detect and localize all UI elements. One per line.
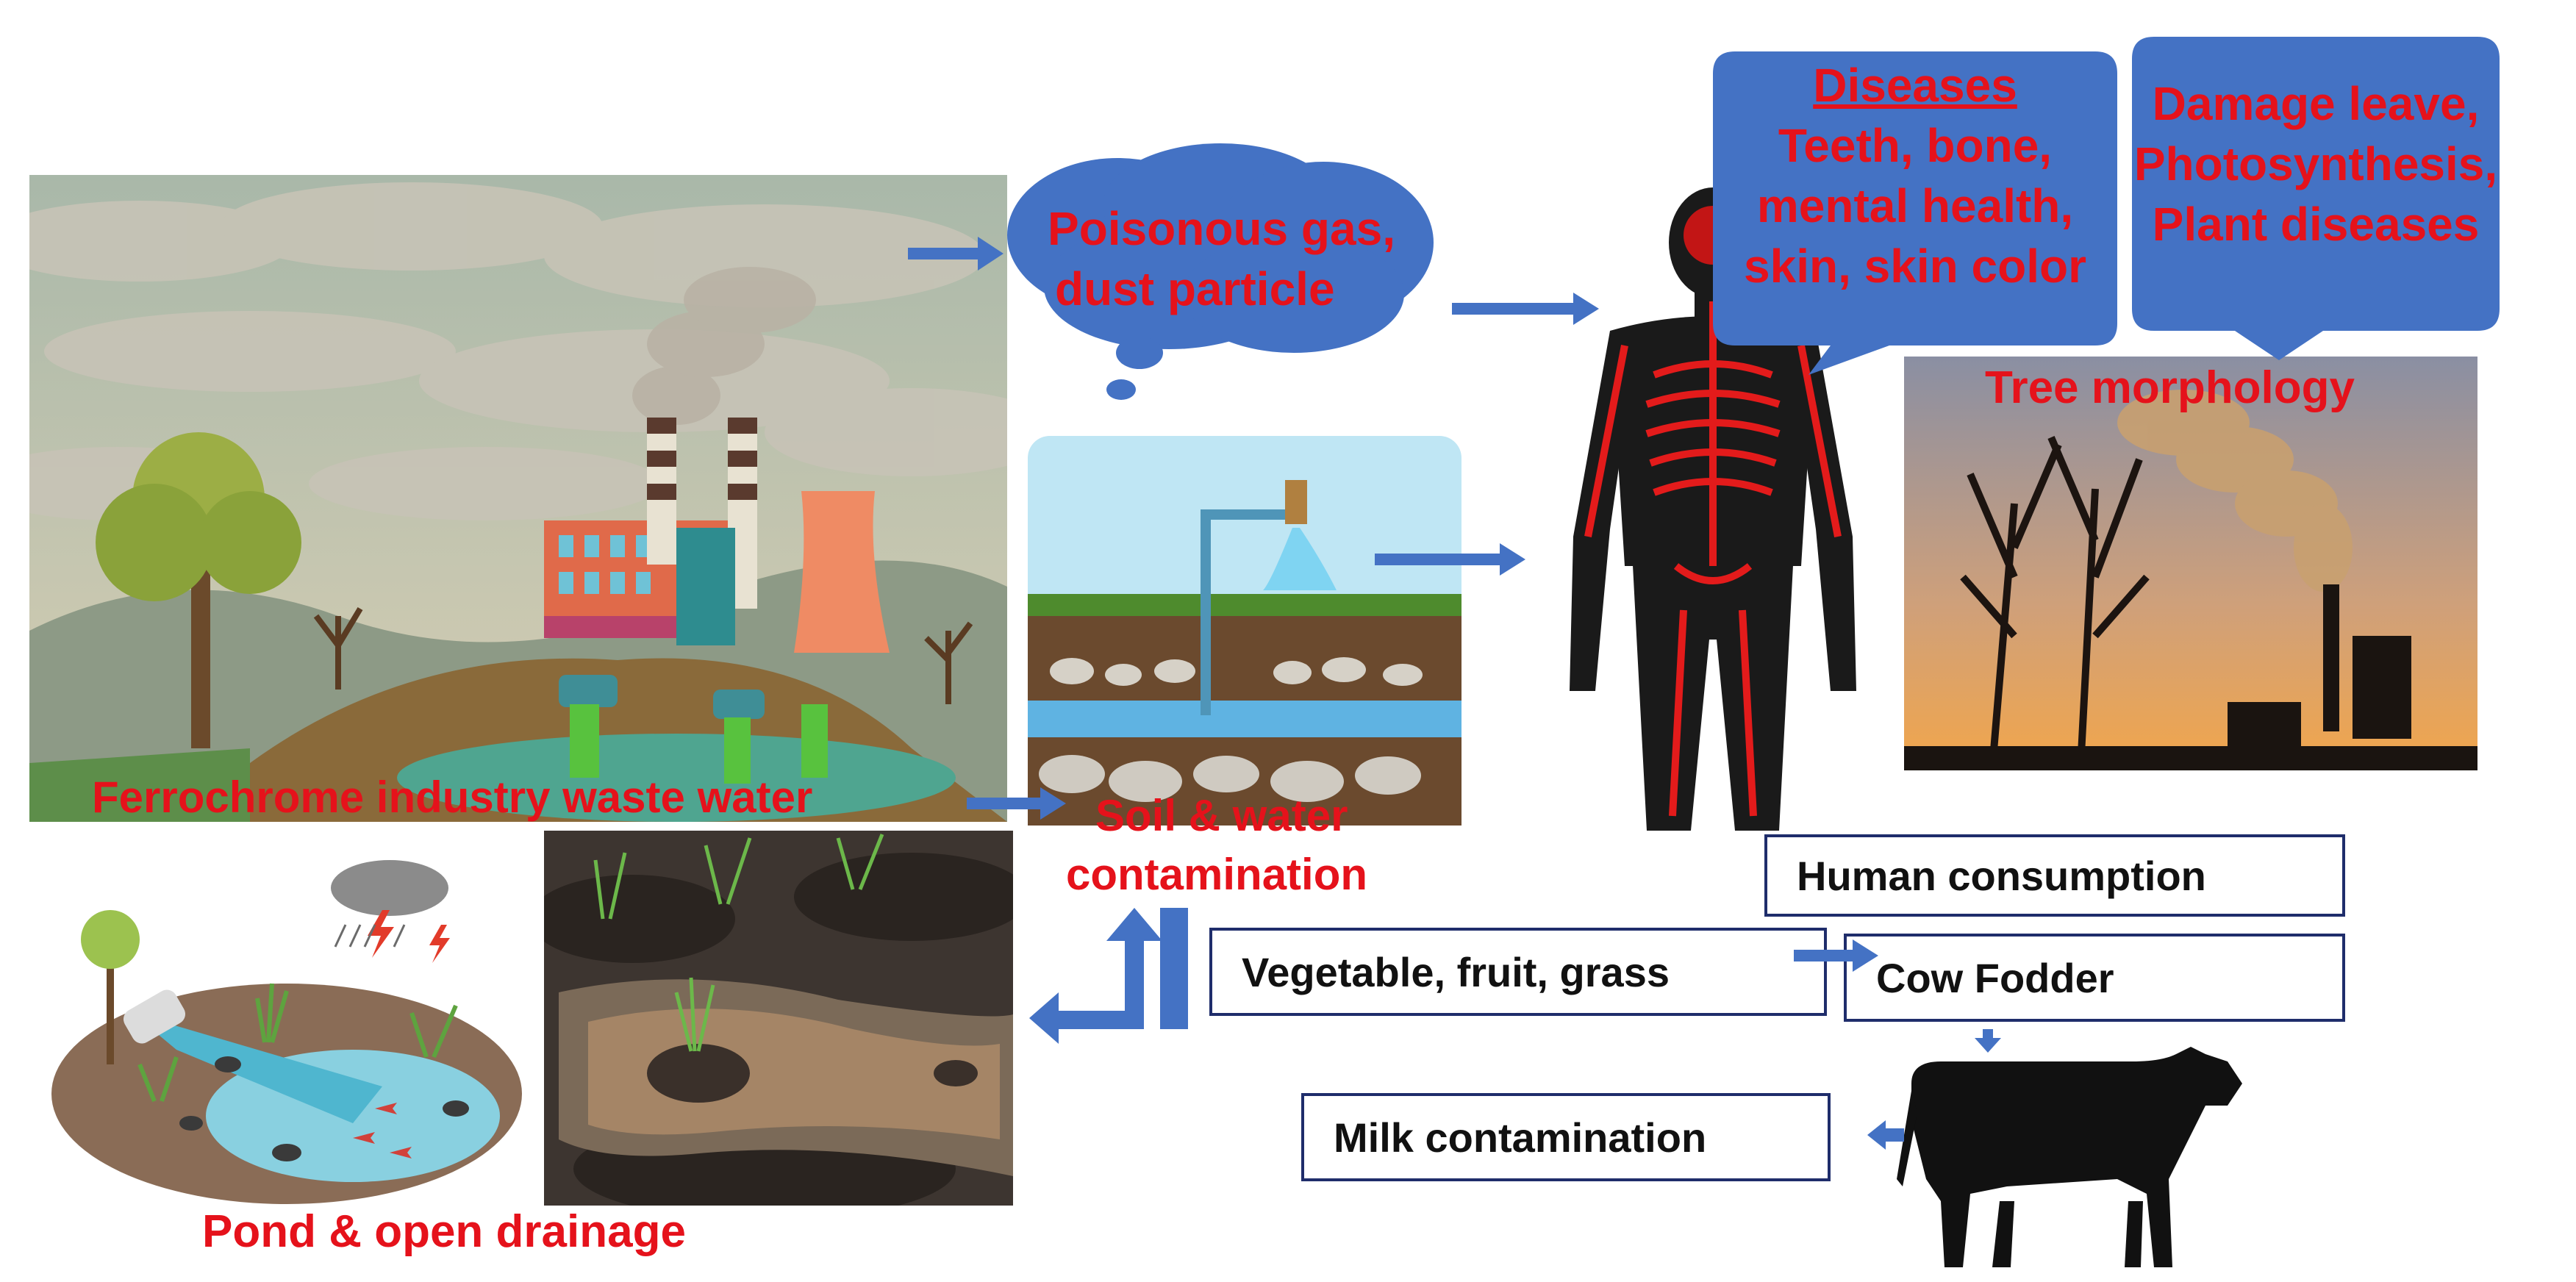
soil-water-label-line1: Soil & water — [1095, 791, 1348, 840]
plant-line1: Damage leave, — [2152, 77, 2480, 130]
arrow-down-icon — [1975, 1029, 2001, 1053]
diseases-callout-shape — [1713, 51, 2117, 375]
muddy-water-puddle-image — [544, 831, 1013, 1206]
diseases-line2: mental health, — [1756, 179, 2074, 232]
vegetable-box: Vegetable, fruit, grass — [1209, 928, 1827, 1016]
pond-label: Pond & open drainage — [202, 1206, 686, 1257]
cow-silhouette-image — [1882, 1032, 2250, 1275]
bent-arrow-icon — [1029, 908, 1162, 1044]
industrial-smoke-trees-image — [1904, 357, 2477, 770]
plant-line2: Photosynthesis, — [2133, 137, 2498, 190]
gas-cloud-line1: Poisonous gas, — [1048, 202, 1395, 255]
plant-callout-shape — [2132, 37, 2500, 360]
gas-cloud-line2: dust particle — [1055, 262, 1335, 315]
human-consumption-box: Human consumption — [1764, 834, 2345, 917]
tree-morphology-label: Tree morphology — [1985, 362, 2355, 413]
gas-cloud-shape — [1007, 143, 1434, 400]
plant-callout-text: Damage leave, Photosynthesis, Plant dise… — [2132, 74, 2500, 254]
diseases-line3: skin, skin color — [1744, 240, 2086, 293]
arrow-left-icon — [1867, 1120, 1904, 1150]
plant-line3: Plant diseases — [2152, 198, 2480, 251]
connector-bar — [1160, 908, 1188, 1029]
soil-water-tap-image — [1028, 436, 1461, 826]
soil-water-label-line2: contamination — [1066, 850, 1368, 899]
diseases-title: Diseases — [1813, 59, 2017, 112]
arrow-right-icon — [1794, 939, 1878, 972]
ferrochrome-label: Ferrochrome industry waste water — [92, 773, 813, 822]
diseases-callout-text: Diseases Teeth, bone, mental health, ski… — [1713, 55, 2117, 296]
arrow-right-icon — [908, 237, 1003, 271]
gas-cloud-text: Poisonous gas, dust particle — [1048, 198, 1430, 319]
arrow-right-icon — [967, 787, 1066, 820]
arrow-right-icon — [1452, 293, 1599, 325]
cow-fodder-box: Cow Fodder — [1844, 934, 2345, 1022]
drainage-pond-image — [51, 860, 522, 1204]
arrow-right-icon — [1375, 543, 1525, 576]
factory-scene-image — [29, 175, 1007, 822]
milk-box: Milk contamination — [1301, 1093, 1831, 1181]
diseases-line1: Teeth, bone, — [1778, 119, 2053, 172]
